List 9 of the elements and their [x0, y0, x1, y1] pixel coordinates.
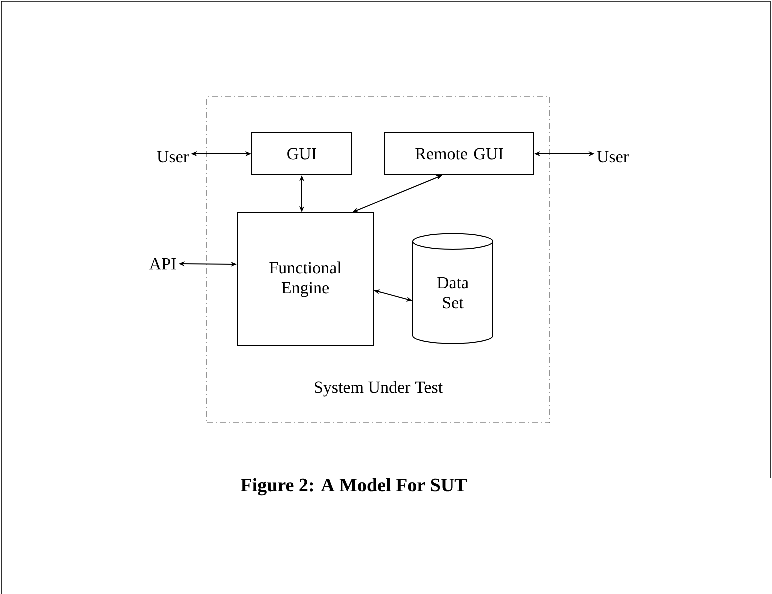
database-cylinder: Data Set [412, 233, 494, 344]
caption: Figure 2: A Model For SUT [241, 478, 467, 496]
actor-label: User [157, 151, 189, 163]
component-box: Functional Engine [237, 212, 374, 346]
interface-label: API [149, 258, 176, 270]
component-box: Remote GUI [384, 132, 534, 176]
boundary-label: System Under Test [315, 381, 443, 397]
component-box: GUI [252, 132, 352, 176]
actor-label: User [597, 151, 629, 163]
